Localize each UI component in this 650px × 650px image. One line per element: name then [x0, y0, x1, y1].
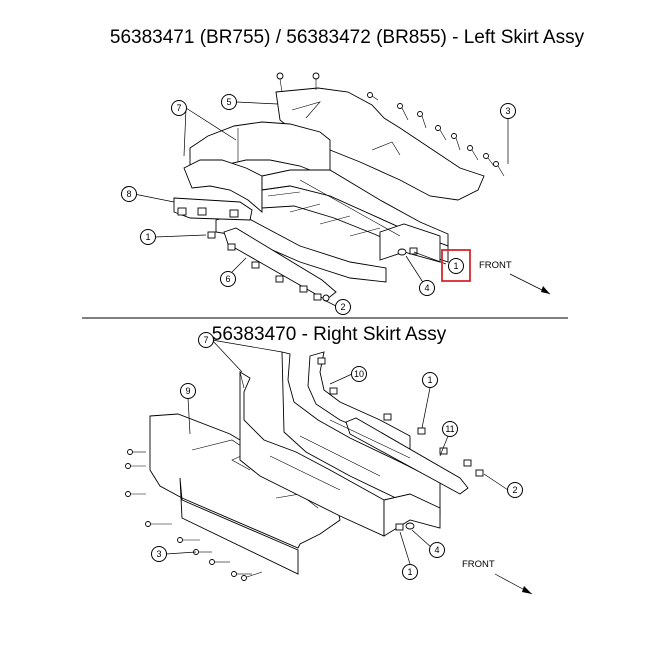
left-callout-1: 1: [140, 229, 156, 245]
svg-text:8: 8: [126, 189, 131, 199]
svg-text:5: 5: [226, 97, 231, 107]
svg-text:7: 7: [203, 335, 208, 345]
left-callout-1-highlighted: 1: [448, 258, 464, 274]
right-callout-1b: 1: [402, 564, 418, 580]
svg-text:1: 1: [407, 567, 412, 577]
svg-text:4: 4: [434, 545, 439, 555]
right-callout-10: 10: [351, 366, 367, 382]
right-callout-1: 1: [422, 372, 438, 388]
svg-text:10: 10: [354, 369, 364, 379]
svg-text:9: 9: [185, 386, 190, 396]
svg-text:4: 4: [424, 283, 429, 293]
right-callout-2: 2: [507, 482, 523, 498]
svg-text:2: 2: [340, 302, 345, 312]
left-callout-3: 3: [500, 103, 516, 119]
left-callout-7: 7: [171, 100, 187, 116]
right-skirt-assembly: [125, 339, 533, 595]
svg-text:3: 3: [505, 106, 510, 116]
left-callout-6: 6: [220, 271, 236, 287]
right-assembly-title: 56383470 - Right Skirt Assy: [211, 324, 447, 345]
left-callout-5: 5: [221, 94, 237, 110]
front-label-top: FRONT: [479, 260, 512, 271]
right-callout-4: 4: [429, 542, 445, 558]
svg-text:2: 2: [512, 485, 517, 495]
left-callout-8: 8: [121, 186, 137, 202]
svg-text:1: 1: [427, 375, 432, 385]
right-callout-9: 9: [180, 383, 196, 399]
svg-text:11: 11: [445, 424, 454, 434]
svg-text:1: 1: [453, 261, 458, 271]
svg-text:7: 7: [176, 103, 181, 113]
left-skirt-assembly: [133, 72, 551, 307]
svg-text:6: 6: [225, 274, 230, 284]
svg-text:3: 3: [156, 549, 161, 559]
right-callout-7: 7: [198, 332, 214, 348]
left-assembly-title: 56383471 (BR755) / 56383472 (BR855) - Le…: [109, 27, 585, 48]
front-label-bottom: FRONT: [462, 559, 495, 570]
highlight-box: [441, 249, 471, 282]
right-callout-11: 11: [442, 421, 458, 437]
left-callout-4: 4: [419, 280, 435, 296]
left-callout-2: 2: [335, 299, 351, 315]
svg-text:1: 1: [145, 232, 150, 242]
right-callout-3: 3: [151, 546, 167, 562]
